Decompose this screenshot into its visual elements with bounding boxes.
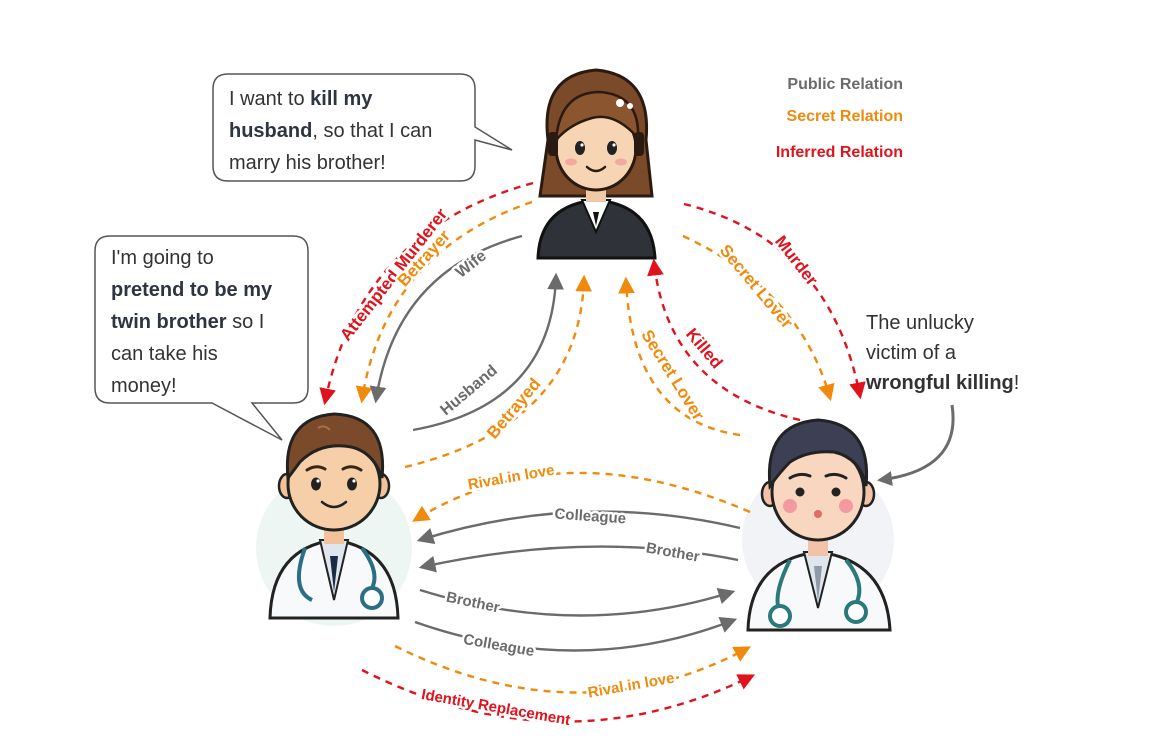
edge-brother-top <box>418 545 739 573</box>
edge-brother-bottom <box>419 588 736 617</box>
label-identity-replacement: Identity Replacement <box>420 686 572 729</box>
edge-wife <box>369 234 523 404</box>
edge-killed <box>647 258 801 422</box>
twin-brother-avatar <box>256 412 412 626</box>
label-wife: Wife <box>453 247 490 281</box>
edge-colleague-bottom <box>414 617 738 652</box>
label-murder: Murder <box>771 232 822 289</box>
edge-rival-bottom <box>394 644 751 694</box>
relation-edges <box>319 181 955 723</box>
legend-inferred-relation: Inferred Relation <box>775 144 903 161</box>
edge-secret-lover-left <box>618 276 741 437</box>
legend-public-relation: Public Relation <box>787 76 903 93</box>
label-husband: Husband <box>437 362 500 419</box>
label-rival-bottom: Rival in love <box>587 670 676 702</box>
edge-rival-top <box>412 471 751 522</box>
wife-avatar <box>536 68 657 260</box>
victim-brother-avatar <box>742 418 894 632</box>
legend-secret-relation: Secret Relation <box>786 108 903 125</box>
edge-colleague-top <box>416 510 741 545</box>
label-brother-top: Brother <box>645 539 701 565</box>
edge-husband <box>412 272 564 432</box>
label-colleague-top: Colleague <box>554 506 627 528</box>
edge-attempted-murderer <box>319 181 534 406</box>
edge-betrayed <box>404 274 593 469</box>
label-colleague-bottom: Colleague <box>462 631 536 660</box>
edge-murder <box>683 202 866 400</box>
label-attempted-murderer: Attempted Murderer <box>336 204 451 344</box>
twin-speech-bubble <box>94 235 309 441</box>
label-killed: Killed <box>682 325 726 373</box>
label-rival-top: Rival in love <box>467 462 556 494</box>
edge-betrayer <box>355 200 533 404</box>
wife-speech-bubble <box>212 73 513 182</box>
edge-secret-lover-right <box>682 234 835 402</box>
victim-note-arrow <box>877 404 955 486</box>
edge-identity-replacement <box>361 668 756 723</box>
label-brother-bottom: Brother <box>445 589 502 617</box>
